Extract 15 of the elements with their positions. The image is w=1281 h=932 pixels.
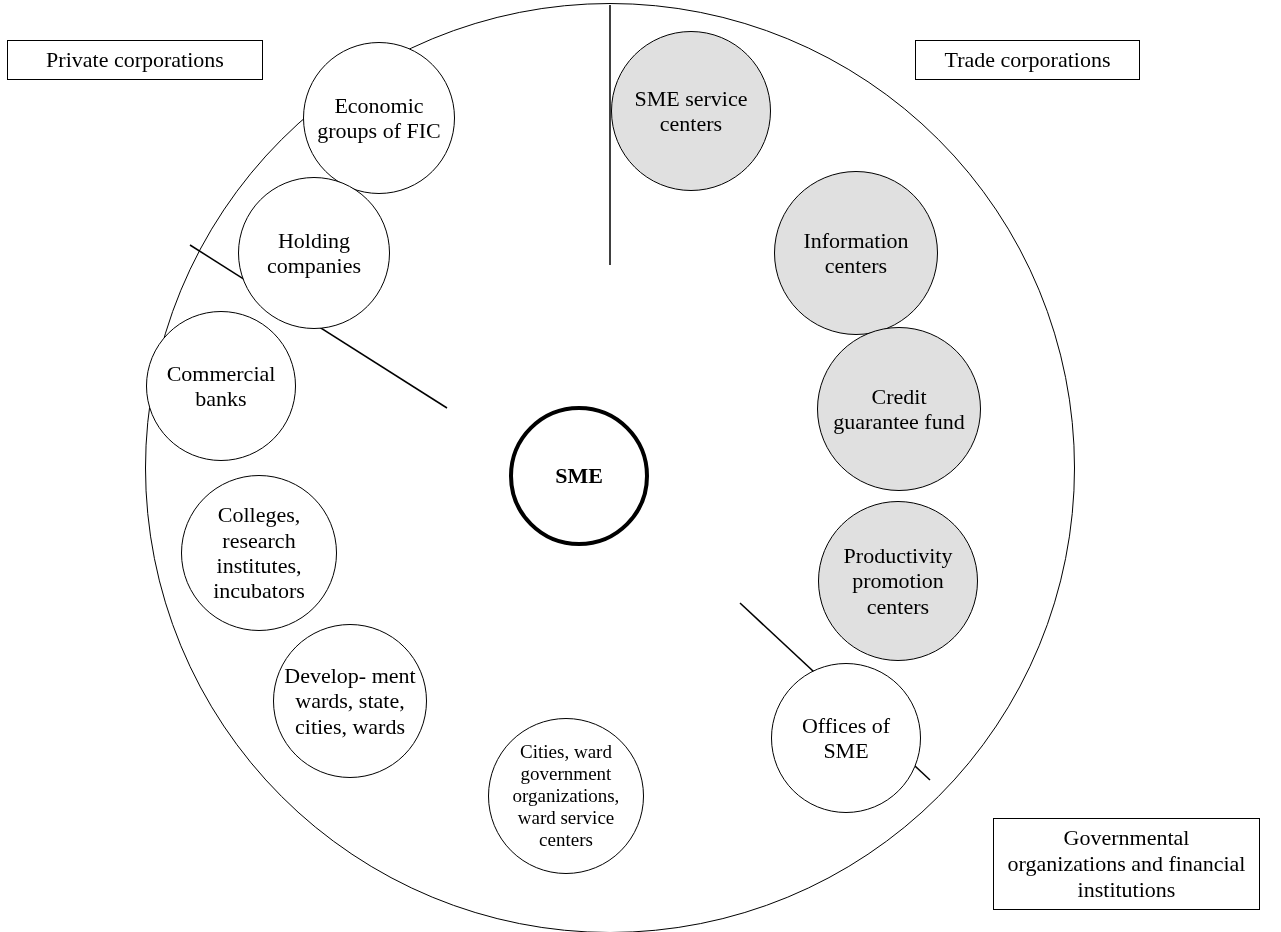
category-label-box: Governmental organizations and financial institutions xyxy=(993,818,1260,910)
category-circle: Credit guarantee fund xyxy=(817,327,981,491)
category-circle: Commercial banks xyxy=(146,311,296,461)
category-circle: Develop- ment wards, state, cities, wards xyxy=(273,624,427,778)
category-circle: Colleges, research institutes, incubators xyxy=(181,475,337,631)
category-label-box: Trade corporations xyxy=(915,40,1140,80)
category-circle: Productivity promotion centers xyxy=(818,501,978,661)
center-circle: SME xyxy=(509,406,649,546)
category-circle: Cities, ward government organizations, ward service centers xyxy=(488,718,644,874)
category-circle: Information centers xyxy=(774,171,938,335)
category-circle: Economic groups of FIC xyxy=(303,42,455,194)
category-circle: Holding companies xyxy=(238,177,390,329)
category-label-box: Private corporations xyxy=(7,40,263,80)
category-circle: Offices of SME xyxy=(771,663,921,813)
category-circle: SME service centers xyxy=(611,31,771,191)
